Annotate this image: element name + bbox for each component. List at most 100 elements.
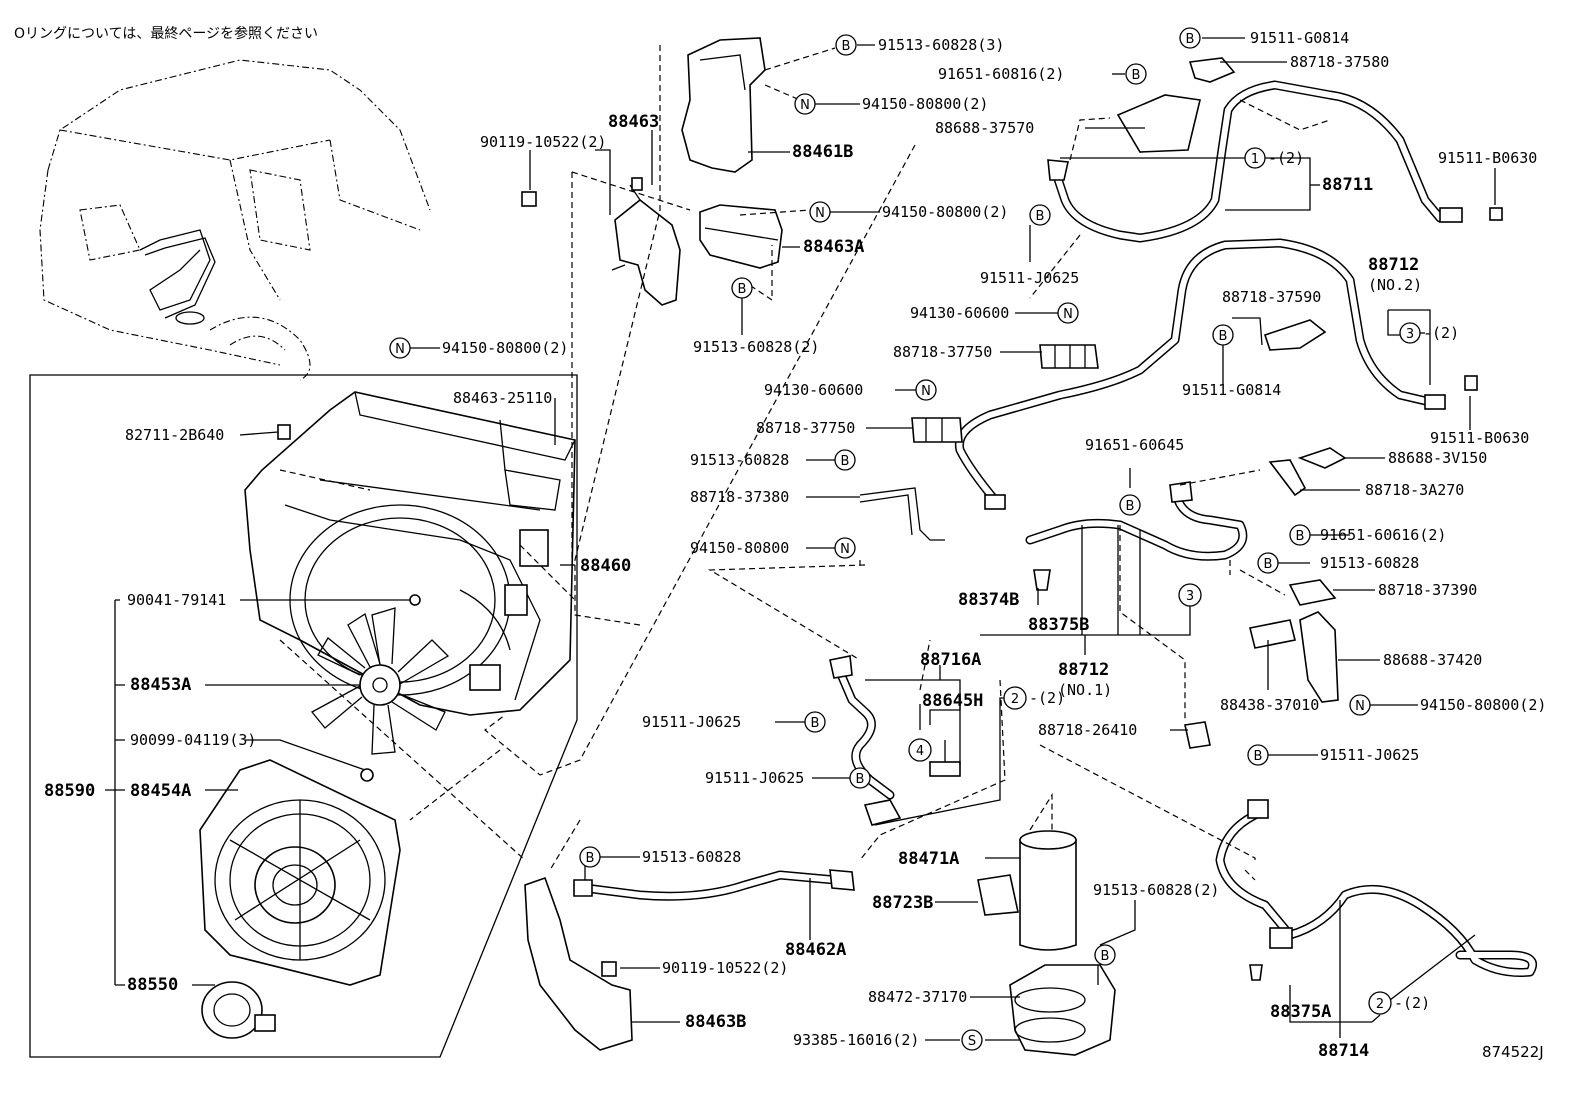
part-label[interactable]: 94150-80800(2) [442,339,568,357]
bracket-88718-37380 [859,487,945,541]
part-label[interactable]: 82711-2B640 [125,426,224,444]
part-label[interactable]: 88463A [803,237,864,257]
marker-b [1247,744,1269,766]
part-label[interactable]: 88718-37380 [690,488,789,506]
part-label[interactable]: 91511-J0625 [1320,746,1419,764]
part-label[interactable]: 94150-80800(2) [862,95,988,113]
marker-2-text: 2 [1011,692,1019,707]
part-label[interactable]: 88718-37750 [756,419,855,437]
bolt-90099 [360,768,374,782]
marker-n-text: N [921,384,931,399]
part-label[interactable]: 88716A [920,650,981,670]
part-label[interactable]: 91511-B0630 [1438,149,1537,167]
part-label[interactable]: 88723B [872,893,933,913]
part-label[interactable]: 94150-80800(2) [882,203,1008,221]
part-label[interactable]: 91511-G0814 [1250,29,1349,47]
part-label[interactable]: 88460 [580,556,631,576]
part-label[interactable]: 94150-80800(2) [1420,696,1546,714]
part-label[interactable]: 88374B [958,590,1019,610]
part-label[interactable]: 88718-26410 [1038,721,1137,739]
part-label[interactable]: (NO.1) [1058,681,1112,699]
part-label[interactable]: 91511-J0625 [980,269,1079,287]
part-label[interactable]: 88471A [898,849,959,869]
part-label[interactable]: 88688-37420 [1383,651,1482,669]
part-label[interactable]: 88463B [685,1012,746,1032]
part-label[interactable]: 90041-79141 [127,591,226,609]
part-label[interactable]: 88718-3A270 [1365,481,1464,499]
marker-b [1125,63,1147,85]
marker-b [1094,944,1116,966]
part-label[interactable]: 91511-J0625 [705,769,804,787]
marker-2-text: 2 [1376,997,1384,1012]
part-label[interactable]: 88463-25110 [453,389,552,407]
part-label[interactable]: 88438-37010 [1220,696,1319,714]
part-label[interactable]: 91513-60828(2) [1093,881,1219,899]
part-label[interactable]: 91513-60828 [642,848,741,866]
pipe-88711 [1047,80,1463,243]
part-label[interactable]: 88718-37750 [893,343,992,361]
part-label[interactable]: 88472-37170 [868,988,967,1006]
part-label[interactable]: 91651-60645 [1085,436,1184,454]
part-label[interactable]: 88712 [1058,660,1109,680]
part-label[interactable]: 88550 [127,975,178,995]
part-label[interactable]: 91511-J0625 [642,713,741,731]
part-label[interactable]: 88712 [1368,255,1419,275]
part-label[interactable]: 90099-04119(3) [130,731,256,749]
part-label[interactable]: 88463 [608,112,659,132]
part-label[interactable]: 91513-60828(3) [878,36,1004,54]
marker-n [1349,694,1371,716]
marker-b-text: B [1264,557,1273,572]
part-label[interactable]: 88718-37590 [1222,288,1321,306]
part-label[interactable]: (NO.2) [1368,276,1422,294]
part-label[interactable]: 88454A [130,781,191,801]
part-label[interactable]: 94130-60600 [764,381,863,399]
marker-s [961,1029,983,1051]
part-label[interactable]: 91513-60828 [1320,554,1419,572]
bolt-90119-bottom [601,961,617,977]
part-label[interactable]: 88714 [1318,1041,1369,1061]
part-label[interactable]: 91651-60616(2) [1320,526,1446,544]
part-label[interactable]: 91651-60816(2) [938,65,1064,83]
part-labels: 91513-60828(3) 91511-G0814 88718-37580 9… [44,29,1546,1061]
part-label[interactable]: 88718-37390 [1378,581,1477,599]
pipe-88712-no1 [1025,481,1248,561]
marker-b [1257,552,1279,574]
part-label[interactable]: 88461B [792,142,853,162]
valve-88374B [1033,569,1051,591]
part-label[interactable]: 93385-16016(2) [793,1031,919,1049]
marker-b-text: B [1132,68,1141,83]
part-label[interactable]: 88375B [1028,615,1089,635]
qty-suffix: -(2) [1029,689,1065,707]
part-label[interactable]: 90119-10522(2) [662,959,788,977]
part-label[interactable]: 91513-60828(2) [693,338,819,356]
fan-88453A [311,607,450,755]
marker-n [794,93,816,115]
part-label[interactable]: 91511-G0814 [1182,381,1281,399]
fan-motor-88454A [199,759,401,986]
part-label[interactable]: 90119-10522(2) [480,133,606,151]
part-label[interactable]: 88688-37570 [935,119,1034,137]
part-label[interactable]: 94130-60600 [910,304,1009,322]
part-label[interactable]: 91511-B0630 [1430,429,1529,447]
marker-b-text: B [841,454,850,469]
switch-88645H [929,740,961,777]
marker-n [1057,302,1079,324]
bolt-91511-B0630-top [1489,207,1503,221]
part-label[interactable]: 88718-37580 [1290,53,1389,71]
bracket-88463A [699,204,783,269]
motor-88550 [201,981,276,1039]
part-label[interactable]: 88375A [1270,1002,1331,1022]
part-label[interactable]: 88590 [44,781,95,801]
part-label[interactable]: 91513-60828 [690,451,789,469]
hose-88714 [1215,799,1537,981]
clamp-88718-37390 [1288,579,1337,606]
part-label[interactable]: 94150-80800 [690,539,789,557]
part-label[interactable]: 88711 [1322,175,1373,195]
part-label[interactable]: 88645H [922,691,983,711]
part-label[interactable]: 88462A [785,940,846,960]
part-label[interactable]: 88453A [130,675,191,695]
marker-b-text: B [1254,749,1263,764]
part-label[interactable]: 88688-3V150 [1388,449,1487,467]
